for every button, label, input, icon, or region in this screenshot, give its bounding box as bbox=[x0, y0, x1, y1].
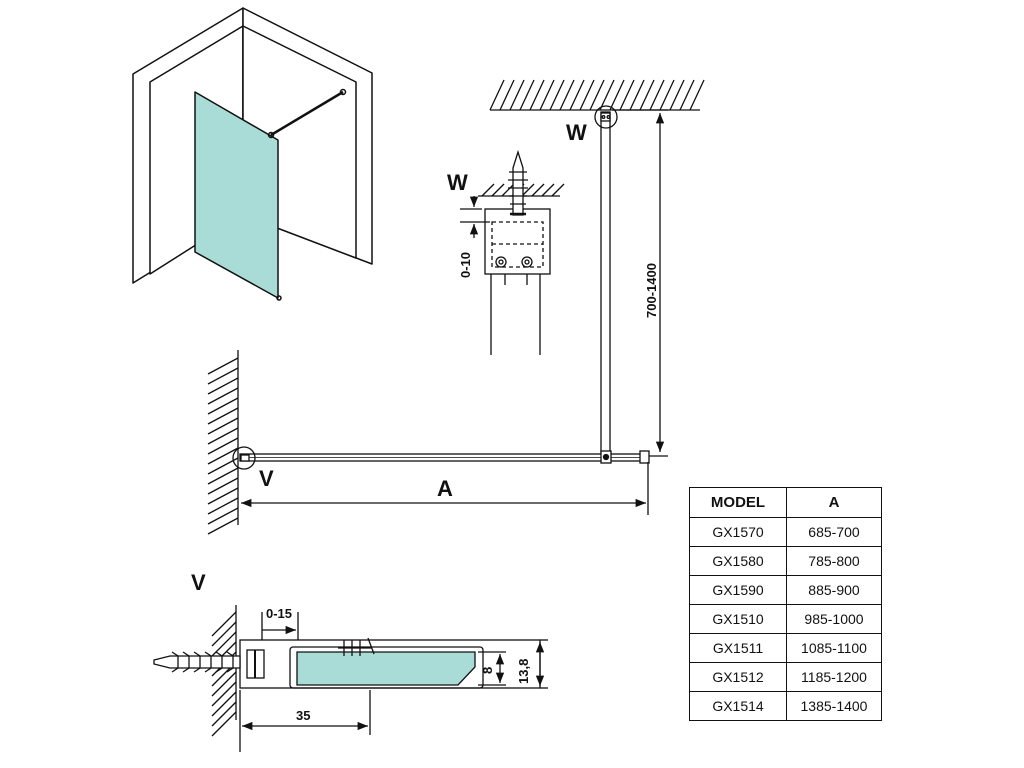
v-offset-label: 0-15 bbox=[266, 606, 292, 621]
model-cell: GX1570 bbox=[689, 517, 787, 547]
model-cell: GX1511 bbox=[689, 633, 787, 663]
w-anchor-screw bbox=[512, 149, 524, 216]
v-anchor-screw bbox=[153, 655, 241, 669]
wall-bar bbox=[270, 90, 344, 137]
w-bracket bbox=[484, 208, 551, 275]
model-cell: GX1510 bbox=[689, 604, 787, 634]
w-label-detail: W bbox=[447, 170, 468, 195]
glass-edge bbox=[296, 651, 476, 686]
ceiling-section bbox=[489, 79, 705, 458]
depth-35-label: 35 bbox=[296, 708, 310, 723]
table-header-row: MODEL A bbox=[689, 487, 882, 518]
wall-section bbox=[207, 350, 650, 535]
a-range-cell: 985-1000 bbox=[786, 604, 882, 634]
model-cell: GX1514 bbox=[689, 691, 787, 721]
a-range-cell: 1385-1400 bbox=[786, 691, 882, 721]
a-range-cell: 1185-1200 bbox=[786, 662, 882, 692]
a-dimension-label: A bbox=[437, 476, 453, 501]
a-range-cell: 885-900 bbox=[786, 575, 882, 605]
w-detail bbox=[460, 149, 565, 355]
header-a: A bbox=[786, 487, 882, 518]
w-label-main: W bbox=[566, 120, 587, 145]
header-model: MODEL bbox=[689, 487, 787, 518]
a-range-cell: 1085-1100 bbox=[786, 633, 882, 663]
height-range-label: 700-1400 bbox=[644, 263, 659, 318]
model-cell: GX1590 bbox=[689, 575, 787, 605]
ceiling-bracket-detail-circle bbox=[594, 105, 618, 129]
profile-13-8-label: 13,8 bbox=[516, 659, 531, 684]
model-cell: GX1580 bbox=[689, 546, 787, 576]
glass-panel bbox=[194, 91, 279, 299]
vertical-support-bar bbox=[600, 111, 611, 458]
w-offset-label: 0-10 bbox=[458, 252, 473, 278]
a-range-cell: 685-700 bbox=[786, 517, 882, 547]
wall-profile-detail-circle bbox=[232, 446, 256, 470]
a-range-cell: 785-800 bbox=[786, 546, 882, 576]
perspective-view bbox=[132, 7, 373, 301]
glass-8-label: 8 bbox=[480, 667, 495, 674]
v-label-main: V bbox=[259, 466, 274, 491]
model-cell: GX1512 bbox=[689, 662, 787, 692]
v-label-detail: V bbox=[191, 570, 206, 595]
v-detail bbox=[153, 605, 548, 752]
